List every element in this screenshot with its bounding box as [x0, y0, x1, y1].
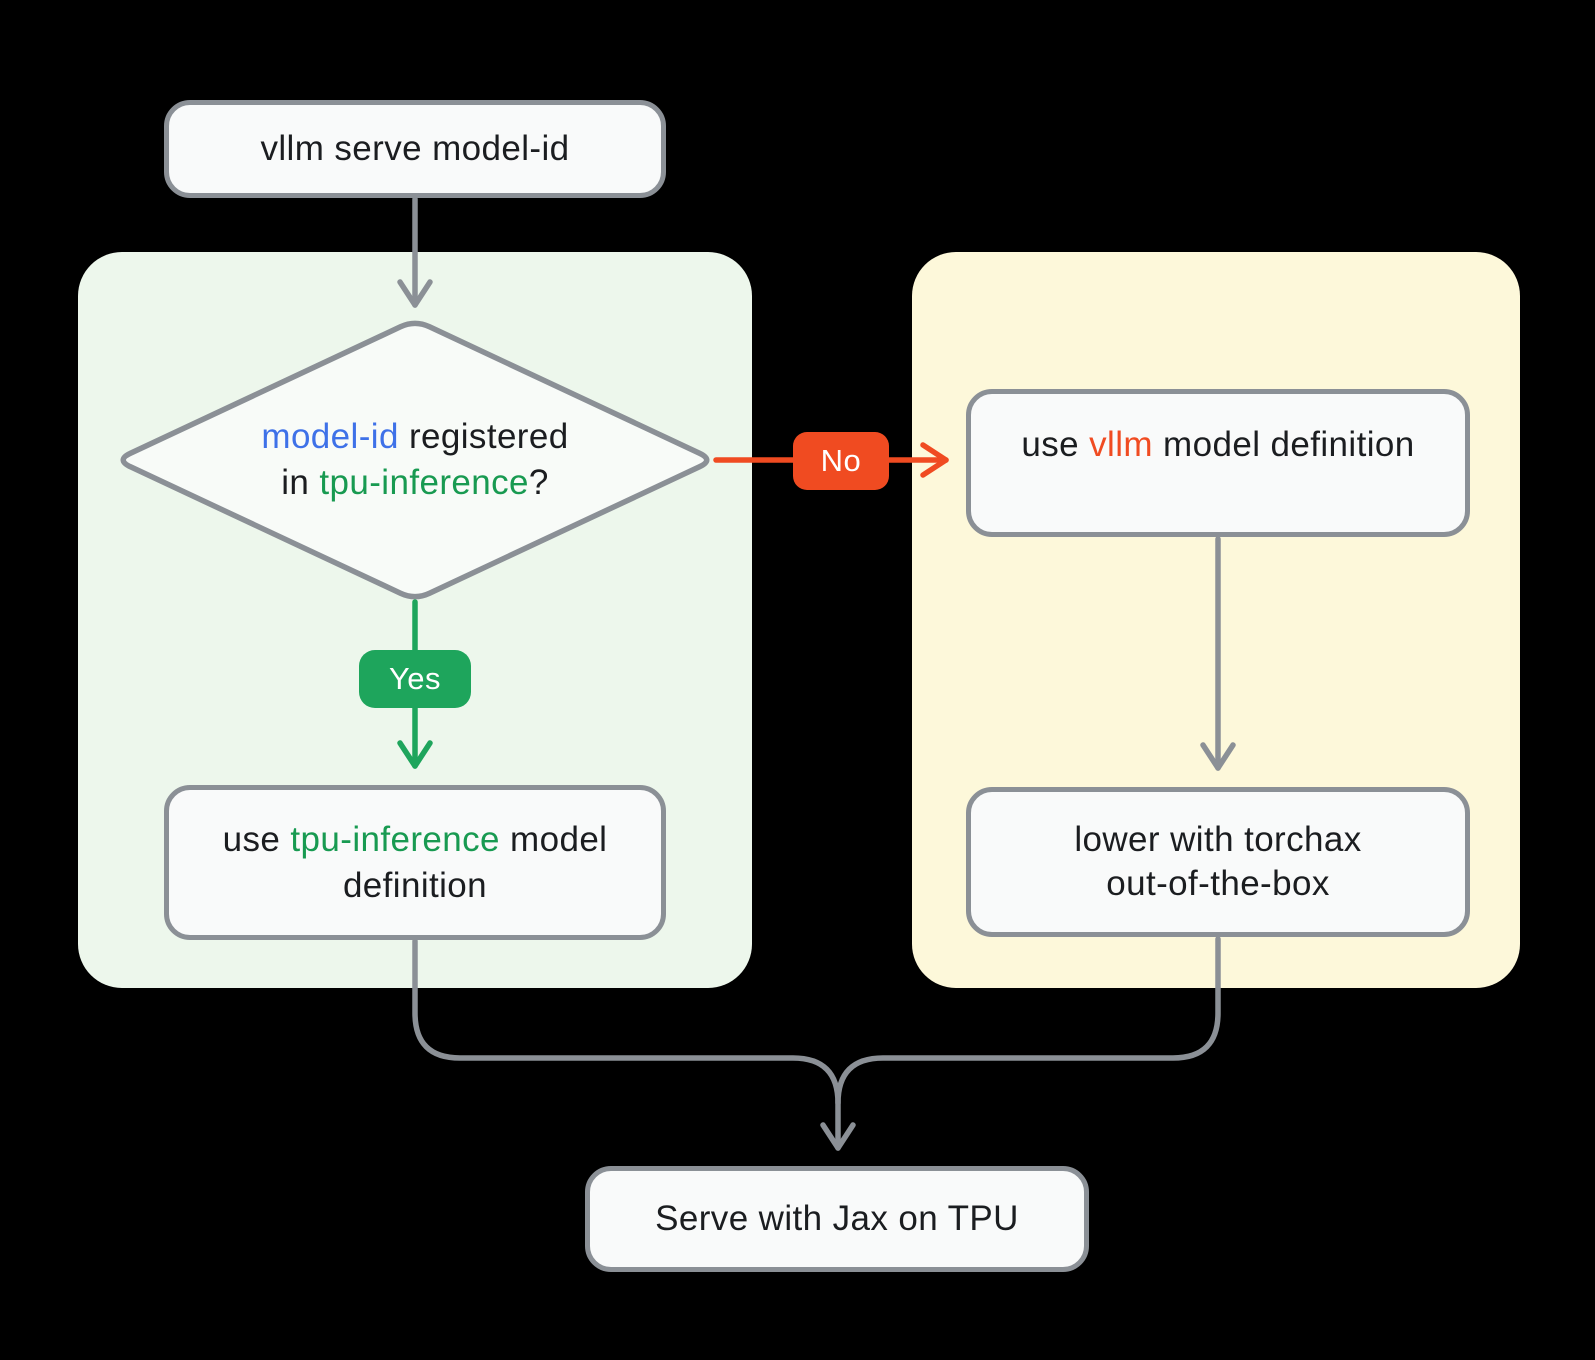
node-use-tpu-inference-line-2: definition [343, 863, 487, 909]
node-use-tpu-inference: use tpu-inference model definition [164, 785, 666, 940]
yes-edge-badge: Yes [359, 650, 471, 708]
decision-in-text: in [281, 463, 320, 502]
node-serve-with-jax-on-tpu: Serve with Jax on TPU [585, 1166, 1089, 1272]
use-text: use [222, 819, 291, 859]
model-text: model [499, 819, 608, 859]
decision-line-1: model-id registered [261, 414, 568, 460]
decision-model-id-text: model-id [261, 417, 399, 456]
node-use-tpu-inference-line-1: use tpu-inference model [223, 817, 608, 863]
node-torchax-line-2: out-of-the-box [1106, 864, 1330, 903]
node-vllm-serve-label: vllm serve model-id [260, 129, 570, 168]
merge-connector-left [412, 938, 856, 1151]
node-torchax-line-1: lower with torchax [1074, 820, 1362, 859]
no-edge-badge: No [793, 432, 889, 490]
node-lower-with-torchax: lower with torchax out-of-the-box [966, 787, 1470, 937]
node-serve-label: Serve with Jax on TPU [655, 1199, 1019, 1238]
definition-text: definition [342, 865, 488, 905]
vllm-text: vllm [1089, 425, 1153, 464]
use-text: use [1021, 425, 1090, 464]
node-vllm-serve: vllm serve model-id [164, 100, 666, 198]
yes-edge-label: Yes [388, 661, 442, 696]
decision-diamond-shape [120, 320, 710, 600]
tpu-inference-text: tpu-inference [290, 819, 500, 859]
node-use-vllm-line-1: use vllm model definition [1021, 422, 1414, 468]
no-edge-label: No [820, 443, 862, 478]
node-use-vllm: use vllm model definition [966, 389, 1470, 537]
decision-registered-text: registered [398, 417, 569, 456]
decision-diamond-label: model-id registered in tpu-inference? [116, 320, 714, 600]
merge-connector-right [835, 936, 1221, 1106]
model-definition-text: model definition [1152, 425, 1415, 464]
decision-tpu-inference-text: tpu-inference [319, 463, 529, 502]
decision-line-2: in tpu-inference? [281, 460, 549, 506]
decision-question-mark: ? [528, 463, 549, 502]
